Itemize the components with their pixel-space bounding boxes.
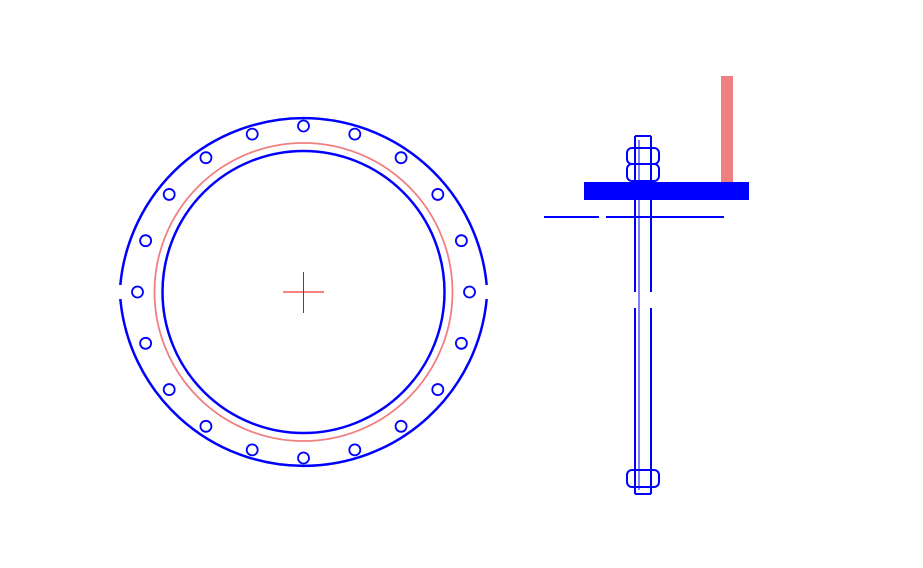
bottom-nut-body [626, 469, 660, 488]
bolt-hole [245, 127, 259, 141]
bolt-hole [454, 234, 468, 248]
bottom-nut [626, 469, 660, 488]
bolt-hole [348, 127, 362, 141]
flange-front-view [119, 116, 488, 468]
bolt-hole [431, 383, 445, 396]
raised-face-circle [153, 142, 454, 442]
flange-outer-edge-upper [119, 116, 488, 286]
bolt-hole [431, 188, 445, 201]
bolt-hole [348, 443, 362, 457]
bolt-hole [162, 383, 176, 396]
bolt-side-view [544, 76, 749, 495]
bolt-hole [245, 443, 259, 457]
bolt-hole [463, 285, 476, 299]
bolt-hole-pattern [131, 119, 476, 465]
bolt-hole [162, 188, 176, 201]
pipe-stem [721, 76, 733, 184]
bolt-hole [131, 285, 144, 299]
top-nut-lower-body [626, 163, 660, 182]
top-nut [626, 147, 660, 182]
bolt-hole [297, 119, 310, 133]
bolt-hole [297, 451, 310, 465]
bolt-hole [394, 151, 408, 165]
bolt-hole [199, 151, 213, 165]
bolt-hole [199, 419, 213, 433]
bolt-hole [454, 336, 468, 350]
flange-plate [584, 182, 749, 200]
bolt-hole [139, 336, 153, 350]
bolt-hole [139, 234, 153, 248]
flange-outer-edge-lower [119, 298, 488, 468]
bore-circle [161, 149, 446, 435]
bolt-hole [394, 419, 408, 433]
